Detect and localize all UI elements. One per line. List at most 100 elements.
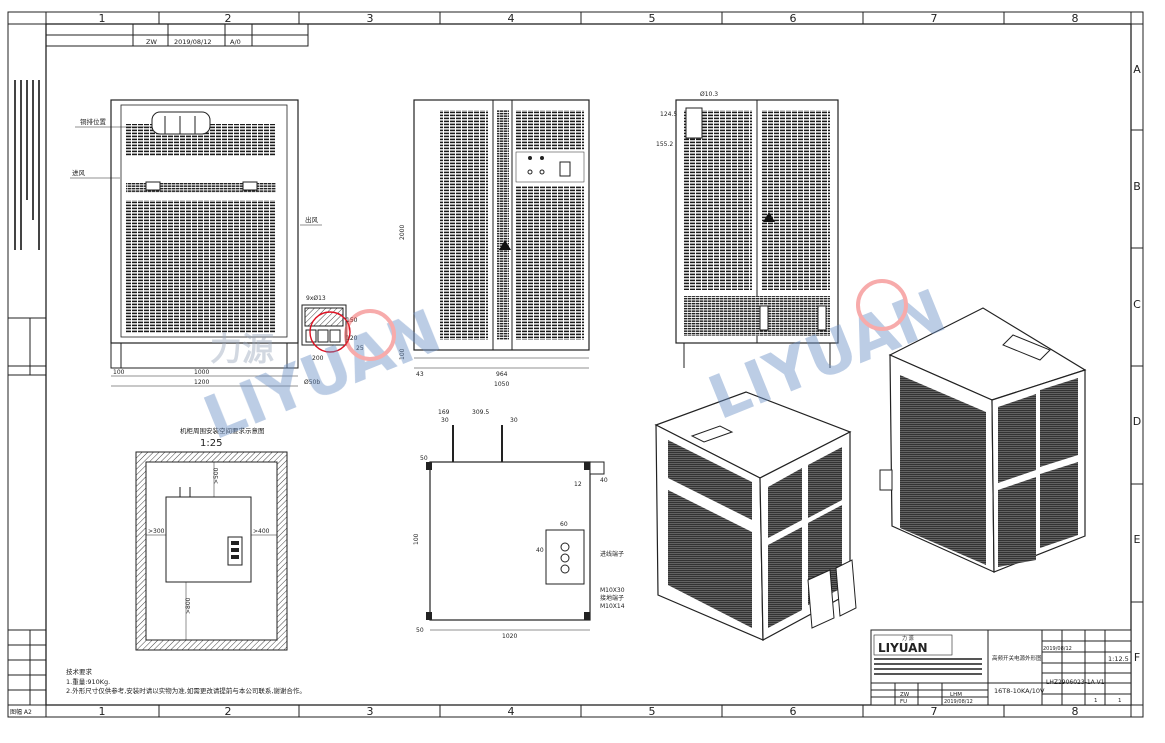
revision-block: ZW 2019/08/12 A/0 — [45, 23, 309, 47]
zone-col-label: 1 — [99, 705, 106, 718]
front-label-outlet: 出风 — [305, 215, 319, 224]
top-dim-30b: 30 — [510, 417, 518, 424]
zone-col-label: 8 — [1072, 705, 1079, 718]
side-dim-964: 964 — [496, 371, 508, 378]
rev-date: 2019/08/12 — [174, 38, 211, 46]
top-label-m10x30: M10X30 — [600, 587, 625, 594]
left-margin-strip: 图幅 A2 — [8, 80, 46, 716]
top-dim-309: 309.5 — [472, 409, 489, 416]
side-dim-2000: 2000 — [399, 225, 406, 240]
side-dim-100: 100 — [399, 348, 406, 360]
top-label-m10x14: M10X14 — [600, 603, 625, 610]
zone-row-label: D — [1133, 415, 1141, 428]
room-title: 机柜周围安装空间要求示意图 — [180, 426, 265, 435]
zone-col-label: 4 — [508, 12, 515, 25]
front-view: 铜排位置 进风 出风 1000 1200 100 — [70, 99, 322, 387]
rev-code: A/0 — [230, 38, 241, 46]
zone-col-label: 1 — [99, 12, 106, 25]
date-1: 2019/08/12 — [1043, 646, 1072, 652]
notes-item-1: 1.重量:910Kg. — [66, 678, 110, 686]
technical-notes: 技术要求 1.重量:910Kg. 2.外形尺寸仅供参考,安装时请以实物为准,如需… — [66, 667, 306, 695]
zone-column-labels-top: 1 2 3 4 5 6 7 8 — [99, 12, 1079, 25]
busbar-dim-150: 150 — [346, 317, 358, 324]
top-dim-1020: 1020 — [502, 633, 517, 640]
room-dim-300: >300 — [148, 528, 165, 535]
room-dim-500: >500 — [213, 467, 220, 484]
isometric-view-front — [654, 391, 857, 641]
sheet-size-label: 图幅 A2 — [10, 708, 32, 716]
rear-dim-phi: Ø10.3 — [700, 91, 718, 98]
busbar-dim-200: 200 — [312, 355, 324, 362]
title-block: 力 源 LIYUAN 高频开关电源外形图 16T8-10KA/10V LHZ29… — [870, 629, 1132, 706]
zone-row-label: E — [1134, 533, 1141, 546]
zone-col-label: 5 — [649, 12, 656, 25]
top-dim-50: 50 — [420, 455, 428, 462]
front-label-inlet: 进风 — [72, 169, 86, 177]
top-dim-40b: 40 — [536, 547, 544, 554]
zone-col-label: 8 — [1072, 12, 1079, 25]
top-label-ground: 接地端子 — [600, 594, 624, 602]
busbar-dim-holes: 9xØ13 — [306, 295, 326, 302]
zone-col-label: 6 — [790, 705, 797, 718]
front-dim-1000: 1000 — [194, 369, 209, 376]
top-view: 169 309.5 30 30 50 100 40 12 1020 50 60 … — [413, 409, 625, 640]
zone-row-label: F — [1134, 651, 1140, 664]
room-scale: 1:25 — [200, 438, 222, 449]
side-view: 2000 964 1050 100 43 — [399, 99, 590, 388]
top-dim-30a: 30 — [441, 417, 449, 424]
zone-row-labels: A B C D E F — [1133, 63, 1141, 664]
busbar-dim-25: 25 — [356, 345, 364, 352]
top-dim-60: 60 — [560, 521, 568, 528]
zone-row-label: B — [1133, 180, 1141, 193]
zone-col-label: 2 — [225, 12, 232, 25]
doc-label: 高频开关电源外形图 — [992, 654, 1042, 662]
zone-row-label: A — [1133, 63, 1141, 76]
front-label-top: 铜排位置 — [80, 117, 107, 126]
busbar-dim-phi: Ø50b — [304, 379, 320, 386]
top-label-terminal: 进线端子 — [600, 550, 624, 558]
side-dim-43: 43 — [416, 371, 424, 378]
brand-logo: LIYUAN — [878, 641, 928, 655]
busbar-dim-120: 120 — [346, 335, 358, 342]
rear-view: Ø10.3 124.5 155.2 — [656, 91, 839, 368]
brand-cn: 力 源 — [902, 635, 914, 642]
room-dim-800: >800 — [185, 597, 192, 614]
room-layout-view: 机柜周围安装空间要求示意图 1:25 >500 >300 >400 >800 — [135, 426, 288, 651]
room-dim-400: >400 — [253, 528, 270, 535]
checker: LHM — [950, 692, 962, 698]
drafter: ZW — [900, 692, 910, 698]
zone-col-label: 7 — [931, 12, 938, 25]
model: 16T8-10KA/10V — [994, 687, 1045, 695]
notes-item-2: 2.外形尺寸仅供参考,安装时请以实物为准,如需更改请提前与本公司联系,谢谢合作。 — [66, 686, 306, 695]
sheet-count: 1 — [1118, 698, 1122, 704]
rev-by: ZW — [146, 38, 157, 46]
scale: 1:12.5 — [1108, 655, 1129, 663]
zone-col-label: 3 — [367, 12, 374, 25]
top-dim-169: 169 — [438, 409, 450, 416]
top-dim-40: 40 — [600, 477, 608, 484]
watermark-3: 力源 — [210, 330, 274, 368]
drawing-no: LHZ2906023-1A V1 — [1046, 679, 1105, 686]
zone-col-label: 5 — [649, 705, 656, 718]
zone-col-label: 2 — [225, 705, 232, 718]
date-2: 2019/08/12 — [944, 699, 973, 705]
side-dim-1050: 1050 — [494, 381, 509, 388]
sheet-no: 1 — [1094, 698, 1098, 704]
top-dim-50b: 50 — [416, 627, 424, 634]
isometric-view-rear — [879, 307, 1087, 573]
zone-col-label: 7 — [931, 705, 938, 718]
front-dim-1200: 1200 — [194, 379, 209, 386]
zone-col-label: 4 — [508, 705, 515, 718]
top-dim-12: 12 — [574, 481, 582, 488]
zone-col-label: 6 — [790, 12, 797, 25]
rear-dim-155: 155.2 — [656, 141, 673, 148]
front-dim-100: 100 — [113, 369, 125, 376]
approver: FU — [900, 699, 907, 705]
busbar-detail: 9xØ13 200 150 120 25 Ø50b — [301, 295, 364, 386]
rear-dim-124: 124.5 — [660, 111, 677, 118]
notes-title: 技术要求 — [66, 667, 93, 676]
zone-row-label: C — [1133, 298, 1141, 311]
